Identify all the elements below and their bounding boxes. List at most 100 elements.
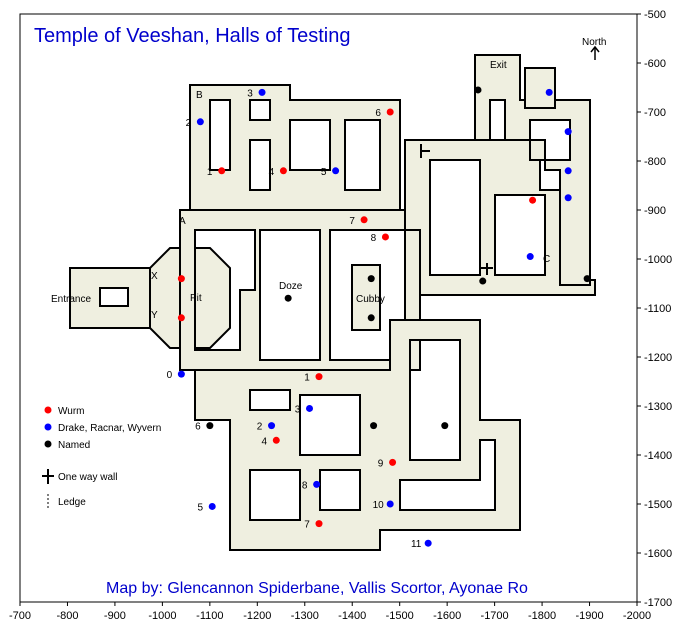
- named-marker: [284, 294, 292, 302]
- legend-wurm-icon: [44, 406, 52, 414]
- drake-marker: [564, 194, 572, 202]
- marker-number: 4: [269, 167, 275, 178]
- drake-marker: [268, 422, 276, 430]
- marker-number: 6: [195, 422, 201, 433]
- drake-marker: [313, 480, 321, 488]
- wurm-marker: [177, 314, 185, 322]
- x-tick-label: -1300: [291, 610, 319, 622]
- dungeon-floor: [69, 54, 596, 551]
- legend-one-way-label: One way wall: [58, 472, 117, 483]
- marker-number: 2: [257, 422, 263, 433]
- north-arrowhead-icon: [590, 45, 600, 53]
- drake-marker: [424, 539, 432, 547]
- label-x: X: [151, 271, 158, 282]
- wurm-marker: [360, 216, 368, 224]
- x-tick-label: -800: [56, 610, 78, 622]
- y-tick-label: -1200: [644, 352, 672, 364]
- marker-number: 5: [197, 502, 203, 513]
- legend: Wurm Drake, Racnar, Wyvern Named One way…: [42, 406, 161, 508]
- drake-marker: [177, 370, 185, 378]
- x-tick-label: -1400: [338, 610, 366, 622]
- marker-number: 0: [167, 370, 173, 381]
- x-tick-label: -2000: [623, 610, 651, 622]
- drake-marker: [545, 88, 553, 96]
- marker-number: 11: [411, 539, 422, 550]
- y-tick-label: -800: [644, 156, 666, 168]
- label-a: A: [179, 216, 186, 227]
- named-marker: [479, 277, 487, 285]
- named-marker: [474, 86, 482, 94]
- marker-number: 8: [371, 233, 377, 244]
- drake-marker: [196, 118, 204, 126]
- map-credit: Map by: Glencannon Spiderbane, Vallis Sc…: [106, 580, 528, 597]
- legend-wurm-label: Wurm: [58, 406, 84, 417]
- marker-number: 8: [302, 480, 308, 491]
- marker-number: 4: [262, 436, 268, 447]
- marker-number: 10: [373, 500, 385, 511]
- wurm-marker: [279, 167, 287, 175]
- x-tick-label: -1700: [481, 610, 509, 622]
- x-tick-label: -1000: [148, 610, 176, 622]
- wurm-marker: [218, 167, 226, 175]
- label-y: Y: [151, 310, 158, 321]
- y-tick-label: -700: [644, 107, 666, 119]
- x-tick-label: -1600: [433, 610, 461, 622]
- southern-complex: [194, 319, 521, 551]
- wurm-marker: [272, 436, 280, 444]
- y-tick-label: -1100: [644, 303, 671, 315]
- x-tick-label: -1800: [528, 610, 556, 622]
- marker-number: 7: [349, 216, 355, 227]
- drake-marker: [564, 167, 572, 175]
- east-corridors: [404, 139, 596, 296]
- legend-drake-label: Drake, Racnar, Wyvern: [58, 423, 161, 434]
- y-tick-label: -1700: [644, 597, 672, 609]
- named-marker: [367, 275, 375, 283]
- label-entrance: Entrance: [51, 294, 91, 305]
- y-tick-label: -1500: [644, 499, 672, 511]
- marker-number: 1: [207, 167, 213, 178]
- named-marker: [370, 422, 378, 430]
- wurm-marker: [386, 108, 394, 116]
- x-tick-label: -700: [9, 610, 31, 622]
- named-marker: [367, 314, 375, 322]
- one-way-walls: [420, 144, 493, 275]
- x-tick-label: -1900: [575, 610, 603, 622]
- y-tick-label: -1600: [644, 548, 672, 560]
- marker-number: 1: [304, 373, 310, 384]
- y-tick-label: -1300: [644, 401, 672, 413]
- legend-drake-icon: [44, 423, 52, 431]
- drake-marker: [564, 128, 572, 136]
- named-marker: [583, 275, 591, 283]
- label-b: B: [196, 90, 203, 101]
- y-tick-label: -900: [644, 205, 666, 217]
- wurm-marker: [529, 196, 537, 204]
- marker-number: 6: [375, 108, 381, 119]
- axes: -700 -800 -900 -1000 -1100 -1200 -1300 -1400 -15…: [9, 9, 672, 622]
- label-cubby: Cubby: [356, 294, 385, 305]
- marker-number: 3: [247, 88, 253, 99]
- central-loop: [179, 209, 421, 371]
- wurm-marker: [315, 373, 323, 381]
- drake-marker: [258, 88, 266, 96]
- label-c: C: [543, 254, 550, 265]
- legend-named-icon: [44, 440, 52, 448]
- entrance-notch: [99, 287, 129, 307]
- x-tick-label: -1200: [243, 610, 271, 622]
- marker-number: 2: [186, 118, 192, 129]
- legend-named-label: Named: [58, 440, 90, 451]
- drake-marker: [208, 502, 216, 510]
- x-tick-label: -900: [104, 610, 126, 622]
- y-tick-label: -1400: [644, 450, 672, 462]
- marker-number: 9: [378, 458, 384, 469]
- label-pit: Pit: [190, 293, 202, 304]
- map-title: Temple of Veeshan, Halls of Testing: [34, 25, 350, 47]
- wurm-marker: [381, 233, 389, 241]
- marker-number: 5: [321, 167, 327, 178]
- cubby-room: [351, 264, 381, 331]
- x-tick-label: -1500: [386, 610, 414, 622]
- drake-marker: [332, 167, 340, 175]
- wurm-marker: [315, 520, 323, 528]
- marker-number: 7: [304, 520, 310, 531]
